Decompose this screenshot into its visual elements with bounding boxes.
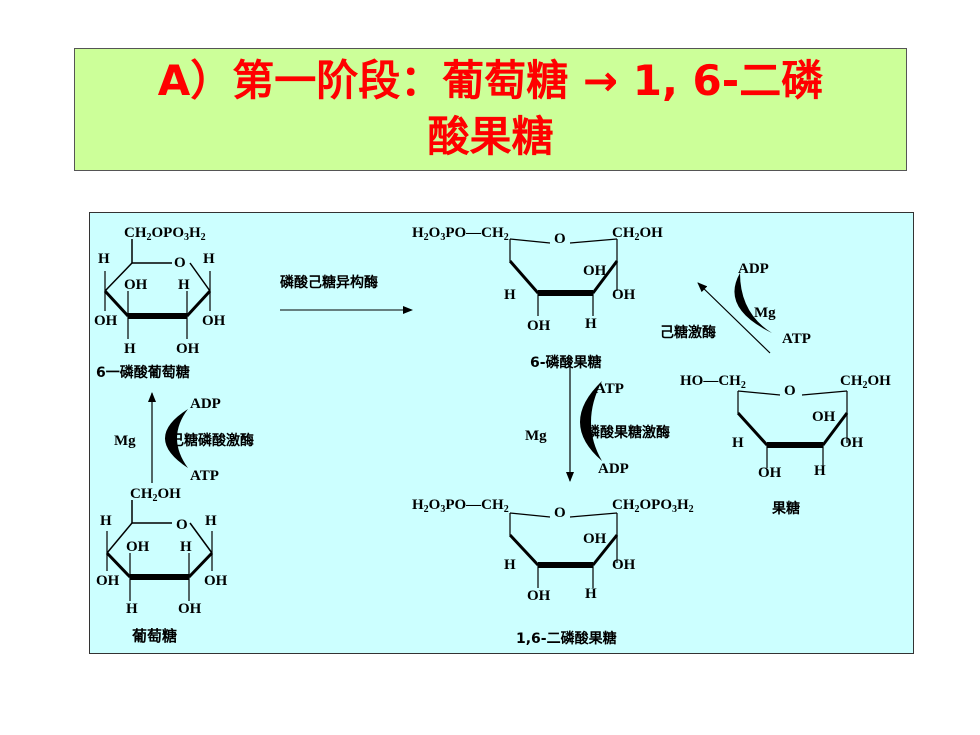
title-line-1: A）第一阶段：葡萄糖 → 1, 6-二磷: [157, 56, 824, 105]
f16bp-h-bottom: H: [585, 586, 597, 602]
g6p-oh-mid: OH: [124, 277, 148, 293]
f6p-ring-oxygen: O: [554, 231, 566, 247]
f16bp-ring-oxygen: O: [554, 505, 566, 521]
g6p-name: 6一磷酸葡萄糖: [96, 365, 190, 381]
fructose-h-left: H: [732, 435, 744, 451]
hexokinase-mg: Mg: [754, 305, 776, 321]
g6p-oh-right: OH: [202, 313, 226, 329]
g6p-h-bottom: H: [124, 341, 136, 357]
f6p-oh-ring: OH: [583, 263, 607, 279]
g6p-ring-oxygen: O: [174, 255, 186, 271]
g6p-h-mid: H: [178, 277, 190, 293]
fructose-h-bottom: H: [814, 463, 826, 479]
fructose-oh-ring: OH: [812, 409, 836, 425]
f16bp-name: 1,6-二磷酸果糖: [516, 631, 617, 647]
fructose-name: 果糖: [772, 501, 800, 517]
glucose-oh-right: OH: [204, 573, 228, 589]
glucose-ring-oxygen: O: [176, 517, 188, 533]
g6p-ring: [103, 239, 212, 339]
g6p-ch2opo3h2: CH2OPO3H2: [124, 225, 206, 243]
hexokinase-adp: ADP: [738, 261, 769, 277]
glucose-oh-bottom: OH: [178, 601, 202, 617]
fructose-oh-right: OH: [840, 435, 864, 451]
glucokinase-atp: ATP: [190, 468, 219, 484]
structure-drawing: [103, 238, 849, 601]
hexokinase-crescent: [734, 273, 772, 333]
glucokinase-crescent: [165, 409, 188, 468]
glucose-h-mid: H: [180, 539, 192, 555]
f16bp-oh-ring: OH: [583, 531, 607, 547]
glucose-oh-left: OH: [96, 573, 120, 589]
hexokinase-label: 己糖激酶: [660, 325, 716, 341]
pfk-crescent: [580, 381, 602, 461]
title-line-2: 酸果糖: [427, 112, 554, 161]
fructose-right-group: CH2OH: [840, 373, 891, 391]
f6p-oh-right: OH: [612, 287, 636, 303]
fructose-ring-oxygen: O: [784, 383, 796, 399]
f16bp-right-group: CH2OPO3H2: [612, 497, 694, 515]
f16bp-left-group: H2O3PO—CH2: [412, 497, 509, 515]
f6p-ring: [508, 238, 619, 316]
glucokinase-adp: ADP: [190, 396, 221, 412]
pfk-label: 磷酸果糖激酶: [586, 425, 670, 441]
pfk-adp: ADP: [598, 461, 629, 477]
glucose-h-top-right: H: [205, 513, 217, 529]
g6p-oh-bottom: OH: [176, 341, 200, 357]
f16bp-oh-right: OH: [612, 557, 636, 573]
fructose-left-group: HO—CH2: [680, 373, 746, 391]
glycolysis-diagram: CH2OPO3H2 H O H OH H OH OH H OH 6一磷酸葡萄糖 …: [89, 212, 914, 654]
fructose-ring: [736, 390, 849, 468]
fructose-oh-bottom: OH: [758, 465, 782, 481]
hexokinase-arrow: [697, 282, 771, 354]
f6p-left-group: H2O3PO—CH2: [412, 225, 509, 243]
hexokinase-atp: ATP: [782, 331, 811, 347]
f6p-h-bottom: H: [585, 316, 597, 332]
title-banner: A）第一阶段：葡萄糖 → 1, 6-二磷 酸果糖: [74, 48, 907, 171]
f6p-oh-bottom: OH: [527, 318, 551, 334]
f16bp-ring: [508, 512, 619, 588]
glucokinase-mg: Mg: [114, 433, 136, 449]
f16bp-h-left: H: [504, 557, 516, 573]
f6p-h-left: H: [504, 287, 516, 303]
g6p-h-top-right: H: [203, 251, 215, 267]
f6p-name: 6-磷酸果糖: [530, 355, 602, 371]
glucose-h-top-left: H: [100, 513, 112, 529]
f16bp-oh-bottom: OH: [527, 588, 551, 604]
glucose-name: 葡萄糖: [132, 627, 178, 645]
glucose-ring: [105, 500, 214, 601]
f6p-right-group: CH2OH: [612, 225, 663, 243]
glucokinase-label: 己糖磷酸激酶: [170, 433, 254, 449]
glucose-oh-mid: OH: [126, 539, 150, 555]
g6p-h-top-left: H: [98, 251, 110, 267]
glucose-ch2oh: CH2OH: [130, 486, 181, 504]
pfk-atp: ATP: [595, 381, 624, 397]
isomerase-label: 磷酸己糖异构酶: [280, 275, 378, 291]
g6p-oh-left: OH: [94, 313, 118, 329]
pfk-mg: Mg: [525, 428, 547, 444]
glucose-h-bottom: H: [126, 601, 138, 617]
